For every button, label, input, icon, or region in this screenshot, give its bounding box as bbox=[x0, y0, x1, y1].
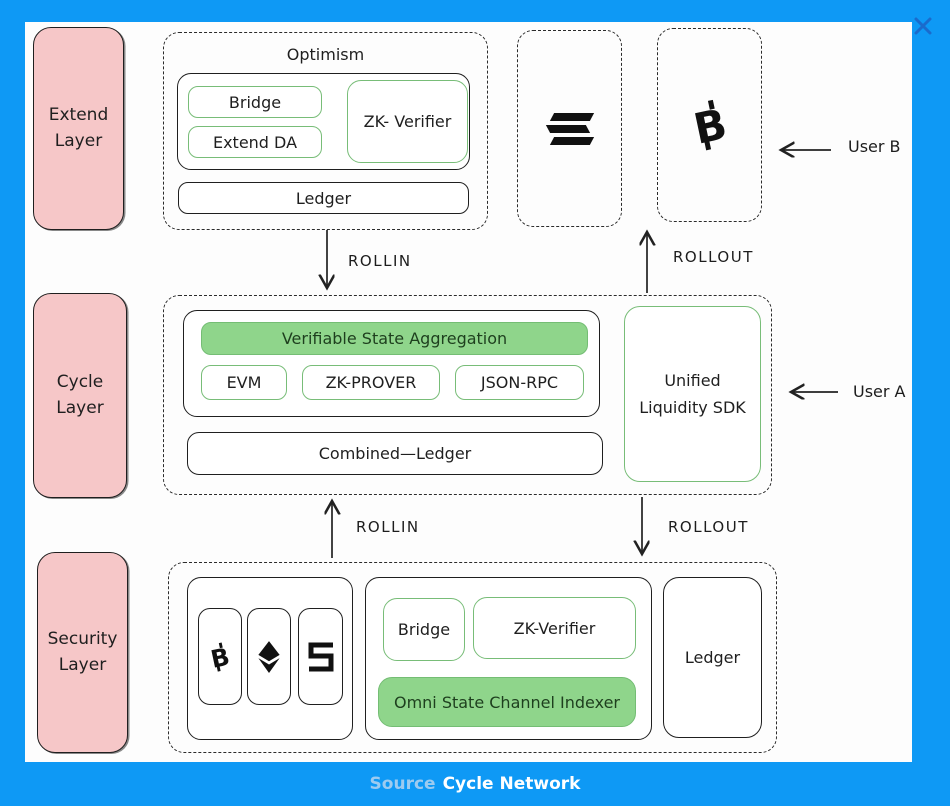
security-ledger-box: Ledger bbox=[663, 577, 762, 738]
solana-chain-box bbox=[517, 30, 622, 227]
unified-liquidity-sdk-box: Unified Liquidity SDK bbox=[624, 306, 761, 482]
security-zk-verifier-label: ZK-Verifier bbox=[513, 618, 596, 638]
cycle-layer-pill: Cycle Layer bbox=[33, 293, 127, 498]
security-ethereum-tile bbox=[247, 608, 291, 705]
optimism-bridge-box: Bridge bbox=[188, 86, 322, 118]
json-rpc-label: JSON-RPC bbox=[480, 373, 559, 392]
zk-prover-label: ZK-PROVER bbox=[325, 373, 417, 392]
optimism-ledger-label: Ledger bbox=[295, 188, 352, 208]
security-bridge-box: Bridge bbox=[383, 598, 465, 661]
bitcoin-icon: B bbox=[689, 99, 731, 154]
optimism-bridge-label: Bridge bbox=[228, 92, 282, 112]
security-s-chain-tile bbox=[298, 608, 343, 705]
evm-box: EVM bbox=[201, 365, 287, 400]
security-group bbox=[168, 562, 777, 753]
extend-layer-pill: Extend Layer bbox=[33, 27, 124, 230]
security-zk-verifier-box: ZK-Verifier bbox=[473, 597, 636, 659]
optimism-group: Optimism bbox=[163, 32, 488, 230]
unified-liquidity-sdk-label: Unified Liquidity SDK bbox=[639, 370, 746, 417]
optimism-zk-verifier-label: ZK- Verifier bbox=[363, 112, 452, 131]
rollout-bottom-label: ROLLOUT bbox=[668, 518, 749, 536]
source-name: Cycle Network bbox=[442, 774, 581, 794]
bitcoin-small-icon: B bbox=[208, 641, 232, 673]
optimism-title: Optimism bbox=[286, 45, 365, 64]
security-bridge-label: Bridge bbox=[397, 620, 451, 639]
security-bitcoin-tile: B bbox=[198, 608, 242, 705]
close-icon[interactable] bbox=[911, 14, 935, 38]
rollin-bottom-label: ROLLIN bbox=[356, 518, 420, 536]
svg-text:B: B bbox=[208, 642, 232, 673]
svg-text:B: B bbox=[689, 99, 731, 154]
user-b-label: User B bbox=[848, 137, 901, 156]
s-chain-icon bbox=[308, 642, 333, 671]
extend-layer-label: Extend Layer bbox=[48, 105, 109, 151]
omni-label: Omni State Channel Indexer bbox=[393, 692, 621, 712]
cycle-group bbox=[163, 295, 772, 495]
omni-state-channel-indexer-bar: Omni State Channel Indexer bbox=[378, 677, 636, 727]
source-prefix: Source bbox=[369, 774, 436, 794]
optimism-zk-verifier-box: ZK- Verifier bbox=[347, 80, 468, 163]
security-layer-label: Security Layer bbox=[47, 629, 118, 675]
json-rpc-box: JSON-RPC bbox=[455, 365, 584, 400]
optimism-extend-da-label: Extend DA bbox=[212, 132, 298, 152]
vsa-label: Verifiable State Aggregation bbox=[281, 329, 508, 348]
bitcoin-chain-box: B bbox=[657, 28, 762, 222]
evm-label: EVM bbox=[226, 373, 262, 392]
rollout-top-label: ROLLOUT bbox=[673, 248, 754, 266]
rollin-top-label: ROLLIN bbox=[348, 252, 412, 270]
optimism-ledger-box: Ledger bbox=[178, 182, 469, 214]
user-a-label: User A bbox=[853, 382, 906, 401]
ethereum-icon bbox=[258, 640, 280, 673]
combined-ledger-box: Combined—Ledger bbox=[187, 432, 603, 475]
vsa-bar: Verifiable State Aggregation bbox=[201, 322, 588, 355]
cycle-layer-label: Cycle Layer bbox=[56, 372, 104, 418]
security-ledger-label: Ledger bbox=[684, 648, 741, 667]
solana-icon bbox=[545, 109, 594, 149]
security-layer-pill: Security Layer bbox=[37, 552, 128, 753]
zk-prover-box: ZK-PROVER bbox=[302, 365, 440, 400]
source-caption: Source Cycle Network bbox=[0, 762, 950, 806]
combined-ledger-label: Combined—Ledger bbox=[318, 444, 472, 463]
optimism-extend-da-box: Extend DA bbox=[188, 126, 322, 158]
